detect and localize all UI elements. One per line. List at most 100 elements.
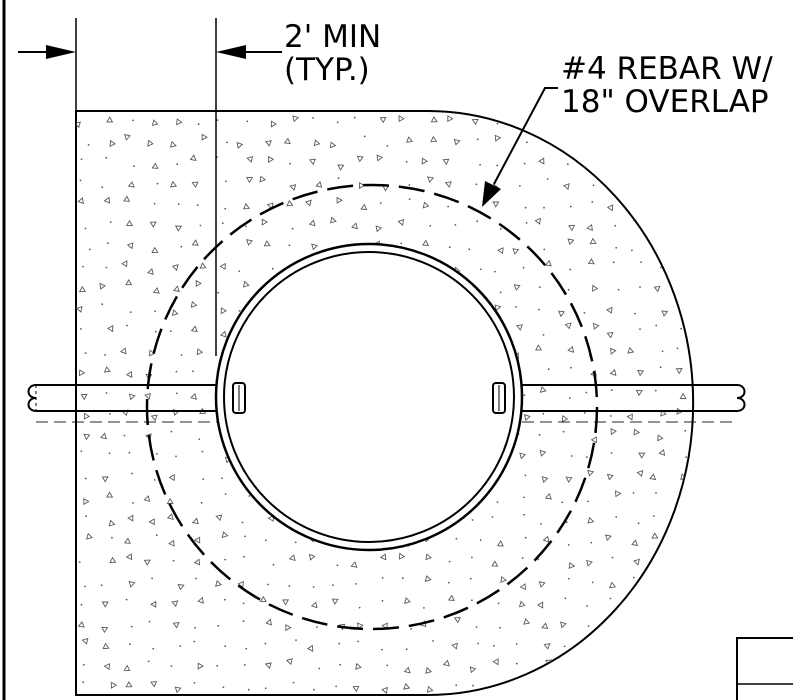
stipple-triangle	[197, 596, 204, 604]
stipple-dot	[523, 513, 526, 516]
stipple-triangle	[592, 322, 600, 330]
stipple-triangle	[263, 240, 271, 247]
stipple-dot	[479, 268, 482, 271]
stipple-dot	[238, 270, 241, 272]
stipple-triangle	[313, 139, 321, 147]
stipple-dot	[312, 586, 315, 588]
stipple-dot	[656, 164, 658, 167]
stipple-dot	[496, 501, 499, 503]
stipple-triangle	[564, 322, 572, 330]
stipple-dot	[569, 268, 572, 271]
stipple-triangle	[542, 535, 550, 543]
stipple-dot	[129, 643, 131, 646]
stipple-triangle	[123, 664, 131, 671]
stipple-dot	[561, 140, 564, 142]
stipple-triangle	[106, 116, 114, 123]
stipple-dot	[153, 479, 156, 481]
stipple-dot	[336, 564, 339, 567]
stipple-dot	[84, 477, 87, 480]
stipple-triangle	[453, 617, 462, 624]
stipple-triangle	[150, 680, 158, 688]
stipple-triangle	[656, 245, 664, 253]
rebar-ring	[145, 183, 599, 631]
stipple-dot	[640, 261, 642, 263]
stipple-dot	[639, 286, 641, 288]
stipple-dot	[659, 366, 662, 369]
stipple-triangle	[246, 177, 254, 184]
stipple-dot	[515, 306, 517, 308]
stipple-triangle	[109, 556, 117, 563]
stipple-dot	[538, 286, 541, 288]
stipple-triangle	[125, 553, 133, 561]
stipple-triangle	[306, 644, 314, 652]
stipple-dot	[179, 645, 182, 647]
stipple-triangle	[102, 642, 110, 650]
stipple-dot	[610, 643, 613, 645]
stipple-dot	[676, 515, 679, 518]
stipple-triangle	[631, 539, 639, 547]
stipple-triangle	[672, 284, 680, 291]
stipple-triangle	[626, 413, 633, 421]
stipple-triangle	[535, 344, 543, 351]
stipple-dot	[84, 227, 87, 230]
stipple-dot	[175, 370, 178, 373]
stipple-triangle	[172, 285, 180, 293]
stipple-dot	[318, 667, 321, 670]
stipple-dot	[632, 219, 635, 222]
stipple-dot	[637, 522, 640, 525]
stipple-triangle	[658, 196, 666, 204]
stipple-dot	[271, 267, 274, 270]
stipple-triangle	[243, 280, 250, 288]
stipple-dot	[522, 266, 525, 269]
stipple-dot	[180, 354, 183, 356]
stipple-dot	[614, 224, 617, 227]
stipple-dot	[563, 645, 566, 648]
stipple-dot	[611, 556, 614, 559]
stipple-dot	[633, 661, 636, 663]
stipple-triangle	[195, 279, 202, 287]
stipple-triangle	[169, 140, 177, 148]
stipple-triangle	[201, 133, 208, 141]
stipple-triangle	[492, 201, 500, 208]
stipple-triangle	[264, 662, 272, 669]
stipple-triangle	[397, 218, 405, 226]
stipple-dot	[639, 328, 641, 330]
stipple-dot	[587, 625, 590, 627]
stipple-dot	[632, 576, 635, 579]
stipple-triangle	[638, 681, 645, 689]
stipple-dot	[548, 681, 550, 683]
stipple-dot	[681, 137, 684, 139]
stipple-triangle	[608, 581, 617, 589]
stipple-dot	[332, 584, 334, 587]
stipple-dot	[526, 141, 528, 144]
stipple-dot	[612, 261, 615, 264]
stipple-triangle	[494, 134, 502, 142]
stipple-triangle	[219, 330, 227, 338]
rebar-label-line1: #4 REBAR W/	[561, 51, 773, 87]
stipple-triangle	[76, 305, 83, 313]
stipple-dot	[243, 555, 246, 558]
stipple-dot	[84, 585, 86, 588]
stipple-triangle	[381, 622, 388, 630]
stipple-dot	[585, 683, 588, 686]
stipple-triangle	[683, 267, 691, 274]
stipple-dot	[358, 606, 361, 609]
stipple-triangle	[174, 686, 182, 694]
stipple-triangle	[544, 492, 552, 500]
stipple-dot	[170, 430, 173, 433]
stipple-triangle	[190, 300, 198, 308]
stipple-triangle	[568, 561, 576, 570]
stipple-triangle	[270, 120, 277, 128]
stipple-dot	[242, 602, 245, 605]
stipple-triangle	[375, 225, 383, 233]
stipple-triangle	[660, 409, 667, 417]
stipple-dot	[201, 450, 204, 453]
stipple-triangle	[85, 532, 93, 540]
stipple-dot	[381, 577, 384, 579]
stipple-dot	[523, 394, 526, 396]
stipple-triangle	[310, 601, 318, 609]
stipple-triangle	[174, 225, 183, 232]
stipple-dot	[609, 687, 612, 689]
stipple-triangle	[636, 599, 643, 607]
stipple-triangle	[304, 199, 312, 207]
